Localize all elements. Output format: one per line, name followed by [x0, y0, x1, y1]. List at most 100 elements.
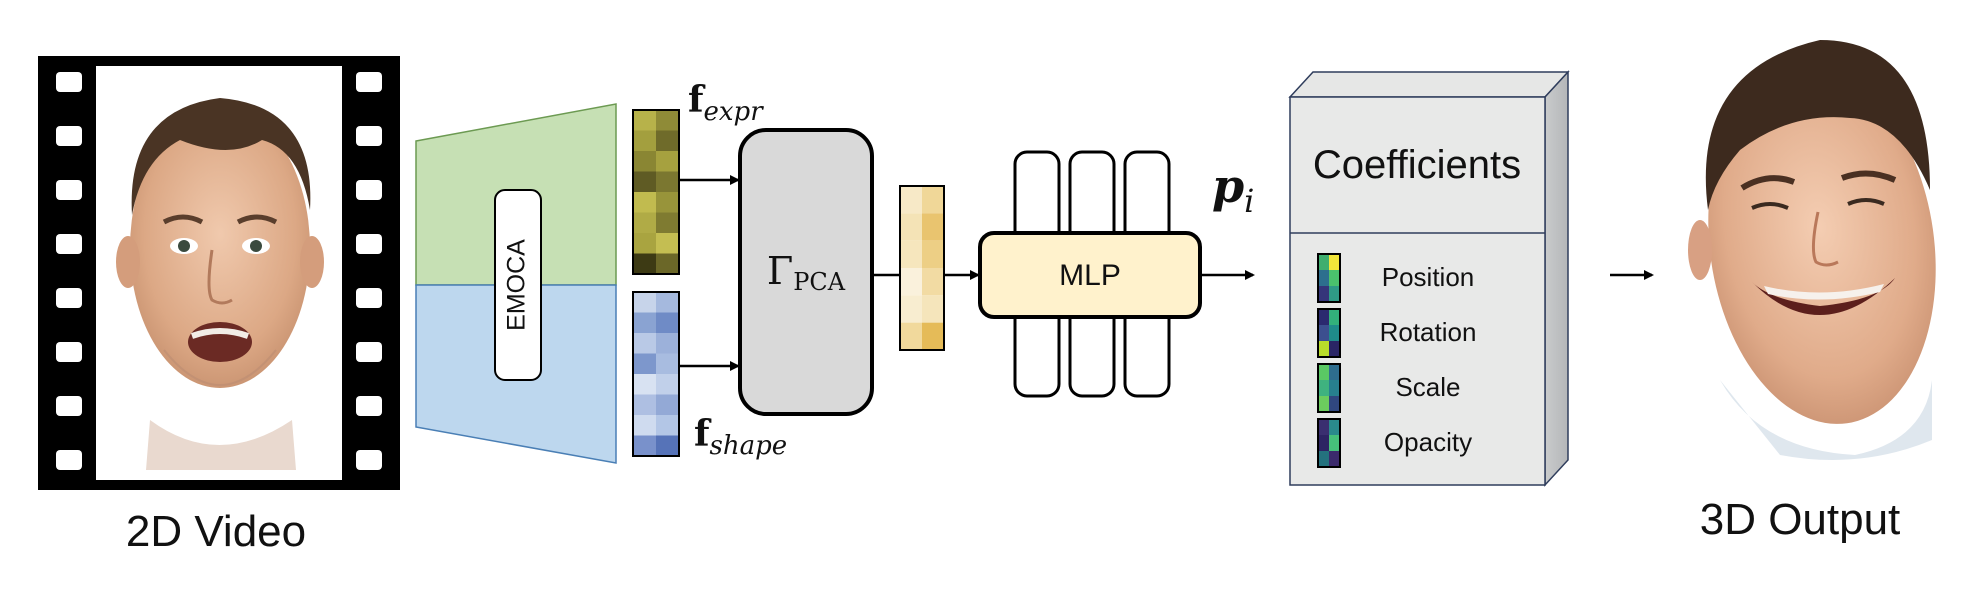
- feature-cell: [656, 292, 679, 313]
- feature-cell: [656, 130, 679, 151]
- emoca-label: EMOCA: [503, 239, 531, 331]
- feature-cell: [656, 192, 679, 213]
- mlp-label: MLP: [1059, 259, 1121, 292]
- pca-label-subscript: PCA: [793, 268, 846, 296]
- feature-cell: [656, 353, 679, 374]
- feature-cell: [656, 171, 679, 192]
- feature-cell: [633, 110, 656, 131]
- feature-cell: [633, 253, 656, 274]
- coefficient-item-label: Rotation: [1380, 317, 1477, 347]
- feature-cell: [656, 415, 679, 436]
- coefficient-cell: [900, 213, 922, 241]
- swatch-cell: [1318, 325, 1329, 341]
- coefficient-cell: [922, 322, 944, 350]
- coefficient-item-label: Position: [1382, 262, 1475, 292]
- swatch-cell: [1318, 270, 1329, 286]
- input-face: [116, 98, 324, 470]
- params-label: pi: [1212, 159, 1254, 220]
- swatch-cell: [1318, 451, 1329, 467]
- feature-cell: [633, 292, 656, 313]
- expression-feature-vector: [632, 109, 680, 275]
- pca-coefficient-cells: [900, 186, 944, 350]
- swatch-cell: [1329, 270, 1340, 286]
- expression-feature-label: fexpr: [688, 79, 764, 127]
- swatch-cell: [1329, 286, 1340, 302]
- pca-coefficient-vector: [899, 185, 945, 351]
- video-frame: [38, 56, 400, 490]
- swatch-cell: [1329, 451, 1340, 467]
- feature-cell: [656, 151, 679, 172]
- swatch-cell: [1318, 435, 1329, 451]
- coefficient-cell: [922, 186, 944, 214]
- feature-cell: [656, 394, 679, 415]
- encoder-block: EMOCA: [415, 103, 617, 464]
- coefficient-cell: [900, 322, 922, 350]
- shape-feature-cells: [633, 292, 679, 456]
- shape-feature-subscript: shape: [710, 431, 788, 461]
- coefficient-swatch: [1317, 418, 1341, 468]
- feature-cell: [633, 374, 656, 395]
- shape-feature-label: fshape: [694, 413, 787, 461]
- swatch-cell: [1329, 435, 1340, 451]
- swatch-cell: [1329, 341, 1340, 357]
- shape-feature-vector: [632, 291, 680, 457]
- coefficient-cell: [922, 267, 944, 296]
- swatch-cell: [1318, 341, 1329, 357]
- expression-feature-subscript: expr: [704, 97, 765, 127]
- coefficient-item-label: Scale: [1395, 372, 1460, 402]
- coefficients-box-top: [1288, 71, 1570, 98]
- feature-cell: [656, 110, 679, 131]
- output-face: [1688, 40, 1936, 460]
- feature-cell: [633, 394, 656, 415]
- coefficient-cell: [900, 295, 922, 323]
- feature-cell: [633, 212, 656, 233]
- coefficient-cell: [900, 267, 922, 296]
- input-caption: 2D Video: [126, 507, 306, 556]
- swatch-cell: [1318, 419, 1329, 435]
- swatch-cell: [1318, 396, 1329, 412]
- feature-cell: [633, 312, 656, 333]
- feature-cell: [656, 233, 679, 254]
- emoca-box: [494, 189, 542, 381]
- feature-cell: [656, 435, 679, 456]
- film-sprocket-holes: [56, 72, 382, 470]
- swatch-cell: [1329, 419, 1340, 435]
- coefficient-cell: [922, 295, 944, 323]
- feature-cell: [656, 333, 679, 354]
- feature-cell: [656, 212, 679, 233]
- swatch-cell: [1318, 286, 1329, 302]
- coefficient-swatch: [1317, 308, 1341, 358]
- feature-cell: [656, 312, 679, 333]
- mlp-block: MLP: [978, 150, 1202, 398]
- feature-cell: [633, 353, 656, 374]
- coefficient-cell: [922, 240, 944, 268]
- swatch-cell: [1329, 380, 1340, 396]
- feature-cell: [656, 253, 679, 274]
- coefficient-cell: [922, 213, 944, 241]
- swatch-cell: [1329, 364, 1340, 380]
- swatch-cell: [1329, 254, 1340, 270]
- feature-cell: [656, 374, 679, 395]
- swatch-cell: [1318, 364, 1329, 380]
- feature-cell: [633, 435, 656, 456]
- feature-cell: [633, 415, 656, 436]
- swatch-cell: [1329, 309, 1340, 325]
- feature-cell: [633, 233, 656, 254]
- feature-cell: [633, 171, 656, 192]
- coefficient-cell: [900, 186, 922, 214]
- coefficient-cell: [900, 240, 922, 268]
- feature-cell: [633, 151, 656, 172]
- expression-feature-cells: [633, 110, 679, 274]
- feature-cell: [633, 333, 656, 354]
- swatch-cell: [1329, 325, 1340, 341]
- coefficients-title: Coefficients: [1313, 143, 1521, 187]
- output-caption: 3D Output: [1700, 495, 1901, 544]
- swatch-cell: [1329, 396, 1340, 412]
- coefficient-item-label: Opacity: [1384, 427, 1472, 457]
- swatch-cell: [1318, 380, 1329, 396]
- swatch-cell: [1318, 309, 1329, 325]
- feature-cell: [633, 130, 656, 151]
- feature-cell: [633, 192, 656, 213]
